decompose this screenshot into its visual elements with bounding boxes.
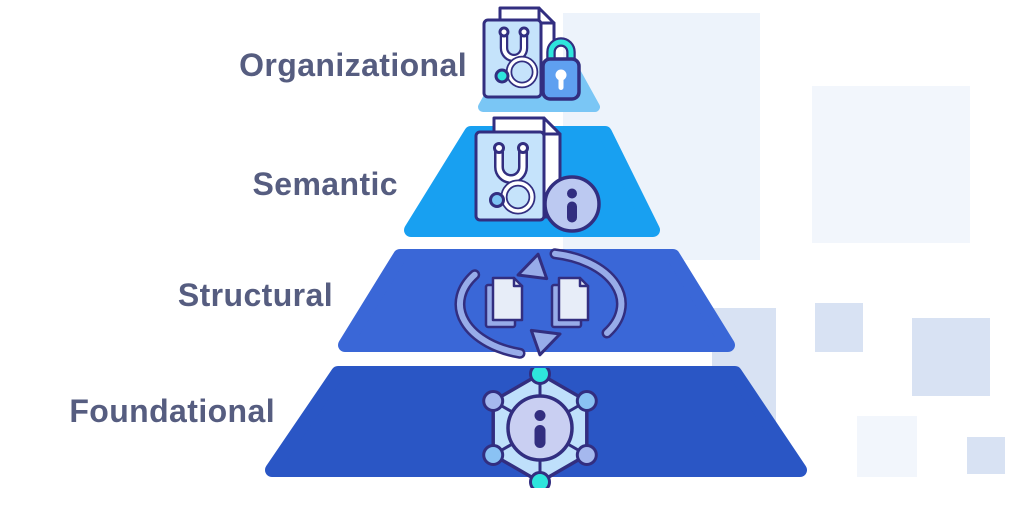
level-label-foundational: Foundational bbox=[69, 393, 275, 429]
stethoscope-icon bbox=[494, 26, 539, 89]
node-lower-left bbox=[482, 444, 505, 466]
decor-square-small-2 bbox=[912, 318, 990, 396]
cycle-arrows-icon bbox=[454, 248, 627, 359]
level-label-structural: Structural bbox=[177, 277, 333, 313]
decor-square-small-1 bbox=[815, 303, 863, 352]
padlock-icon bbox=[541, 37, 581, 101]
node-bottom bbox=[529, 471, 551, 488]
document-copy-right bbox=[550, 276, 590, 329]
node-upper-right bbox=[575, 390, 598, 412]
node-top bbox=[529, 368, 551, 385]
stethoscope-icon bbox=[489, 142, 536, 215]
node-lower-right bbox=[575, 444, 598, 466]
decor-square-small-4 bbox=[967, 437, 1005, 474]
decor-square-top-right bbox=[812, 86, 970, 243]
level-label-semantic: Semantic bbox=[252, 166, 398, 202]
info-network-icon bbox=[482, 368, 598, 488]
info-bar bbox=[534, 425, 546, 448]
node-upper-left bbox=[482, 390, 505, 412]
document-sync-icon bbox=[454, 248, 627, 359]
level-label-organizational: Organizational bbox=[239, 47, 467, 83]
medical-document-info-icon bbox=[474, 116, 601, 233]
info-badge-icon bbox=[543, 175, 601, 233]
info-dot bbox=[534, 410, 546, 421]
document-copy-left bbox=[484, 276, 524, 329]
medical-document bbox=[474, 116, 562, 222]
medical-document-lock-icon bbox=[482, 6, 581, 101]
decor-square-small-3 bbox=[857, 416, 917, 477]
